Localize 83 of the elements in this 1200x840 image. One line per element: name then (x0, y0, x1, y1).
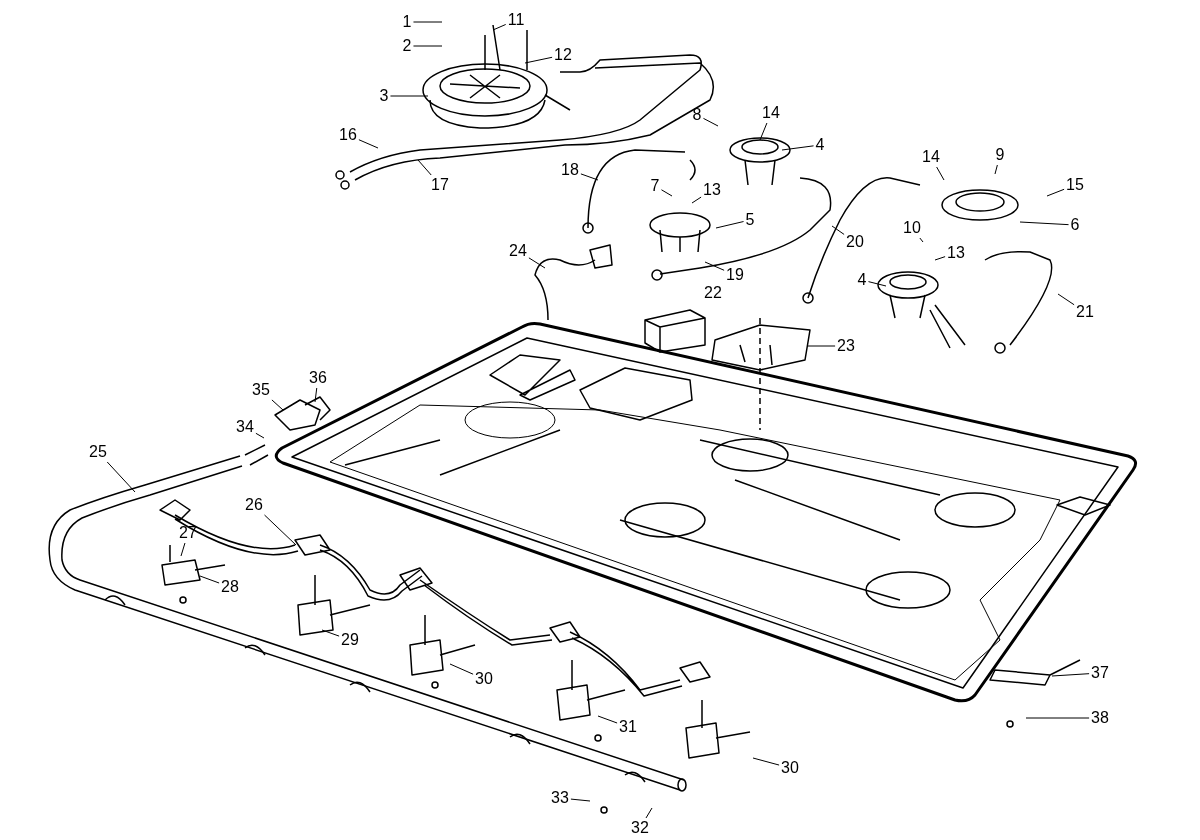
callout-number: 21 (1075, 303, 1095, 321)
leader-line (358, 139, 379, 149)
callout-number: 2 (401, 37, 413, 55)
leader-line (759, 122, 768, 141)
leader-line (807, 345, 836, 347)
callout-number: 8 (691, 106, 703, 124)
leader-line (199, 575, 220, 584)
leader-line (867, 281, 887, 287)
callout-number: 25 (88, 443, 108, 461)
leader-line (645, 807, 653, 819)
leader-line (524, 56, 553, 64)
callout-number: 19 (725, 266, 745, 284)
leader-line (271, 399, 284, 411)
callout-number: 30 (474, 670, 494, 688)
callout-number: 17 (430, 176, 450, 194)
callout-number: 18 (560, 161, 580, 179)
leader-line (934, 256, 946, 261)
leader-line (715, 221, 745, 229)
callout-number: 11 (506, 11, 526, 29)
leader-line (691, 196, 702, 204)
leader-line (417, 159, 432, 176)
callout-number: 35 (251, 381, 271, 399)
callout-number: 13 (702, 181, 722, 199)
leader-line (321, 629, 340, 637)
leader-line (1051, 673, 1090, 677)
leader-line (449, 663, 474, 675)
callout-number: 28 (220, 578, 240, 596)
callout-number: 38 (1090, 709, 1110, 727)
callout-number: 23 (836, 337, 856, 355)
callout-number: 4 (814, 136, 826, 154)
callout-number: 15 (1065, 176, 1085, 194)
leader-line (1057, 293, 1075, 306)
leader-line (528, 257, 546, 269)
callout-number: 12 (553, 46, 573, 64)
leader-line (919, 237, 924, 243)
callout-number: 29 (340, 631, 360, 649)
callout-number: 6 (1069, 216, 1081, 234)
callout-number: 10 (902, 219, 922, 237)
leader-line (597, 715, 618, 724)
callout-number: 27 (178, 524, 198, 542)
callout-number: 31 (618, 718, 638, 736)
leader-line (492, 24, 507, 31)
callout-number: 4 (856, 271, 868, 289)
callout-number: 30 (780, 759, 800, 777)
leader-line (580, 173, 599, 181)
leader-line (389, 95, 429, 97)
leader-line (570, 798, 591, 802)
callout-number: 14 (921, 148, 941, 166)
callout-number: 16 (338, 126, 358, 144)
callout-number: 36 (308, 369, 328, 387)
callout-number: 20 (845, 233, 865, 251)
leader-line (1025, 717, 1090, 719)
callout-number: 7 (649, 177, 661, 195)
leader-line (781, 145, 815, 151)
callout-number: 34 (235, 418, 255, 436)
callout-number: 26 (244, 496, 264, 514)
callout-number: 9 (994, 146, 1006, 164)
callout-number: 32 (630, 819, 650, 837)
callout-number: 33 (550, 789, 570, 807)
callout-number: 14 (761, 104, 781, 122)
leader-line (255, 432, 265, 439)
leader-line (412, 21, 443, 23)
leader-line (314, 387, 318, 403)
callout-number: 3 (378, 87, 390, 105)
leader-line (106, 461, 136, 493)
leader-line (660, 189, 673, 197)
leader-line (1019, 221, 1070, 226)
leader-line (936, 166, 945, 181)
callout-number: 37 (1090, 664, 1110, 682)
leader-line (831, 225, 845, 235)
leader-line (264, 514, 297, 546)
callout-number: 24 (508, 242, 528, 260)
callout-number: 22 (703, 284, 723, 302)
leader-line (752, 757, 780, 766)
leader-line (704, 261, 725, 271)
leader-line (702, 117, 719, 127)
leader-line (994, 164, 998, 175)
leader-line (412, 45, 443, 47)
callout-number: 13 (946, 244, 966, 262)
callout-number: 5 (744, 211, 756, 229)
leader-line (1046, 188, 1065, 197)
callout-number: 1 (401, 13, 413, 31)
leader-line (180, 542, 186, 557)
